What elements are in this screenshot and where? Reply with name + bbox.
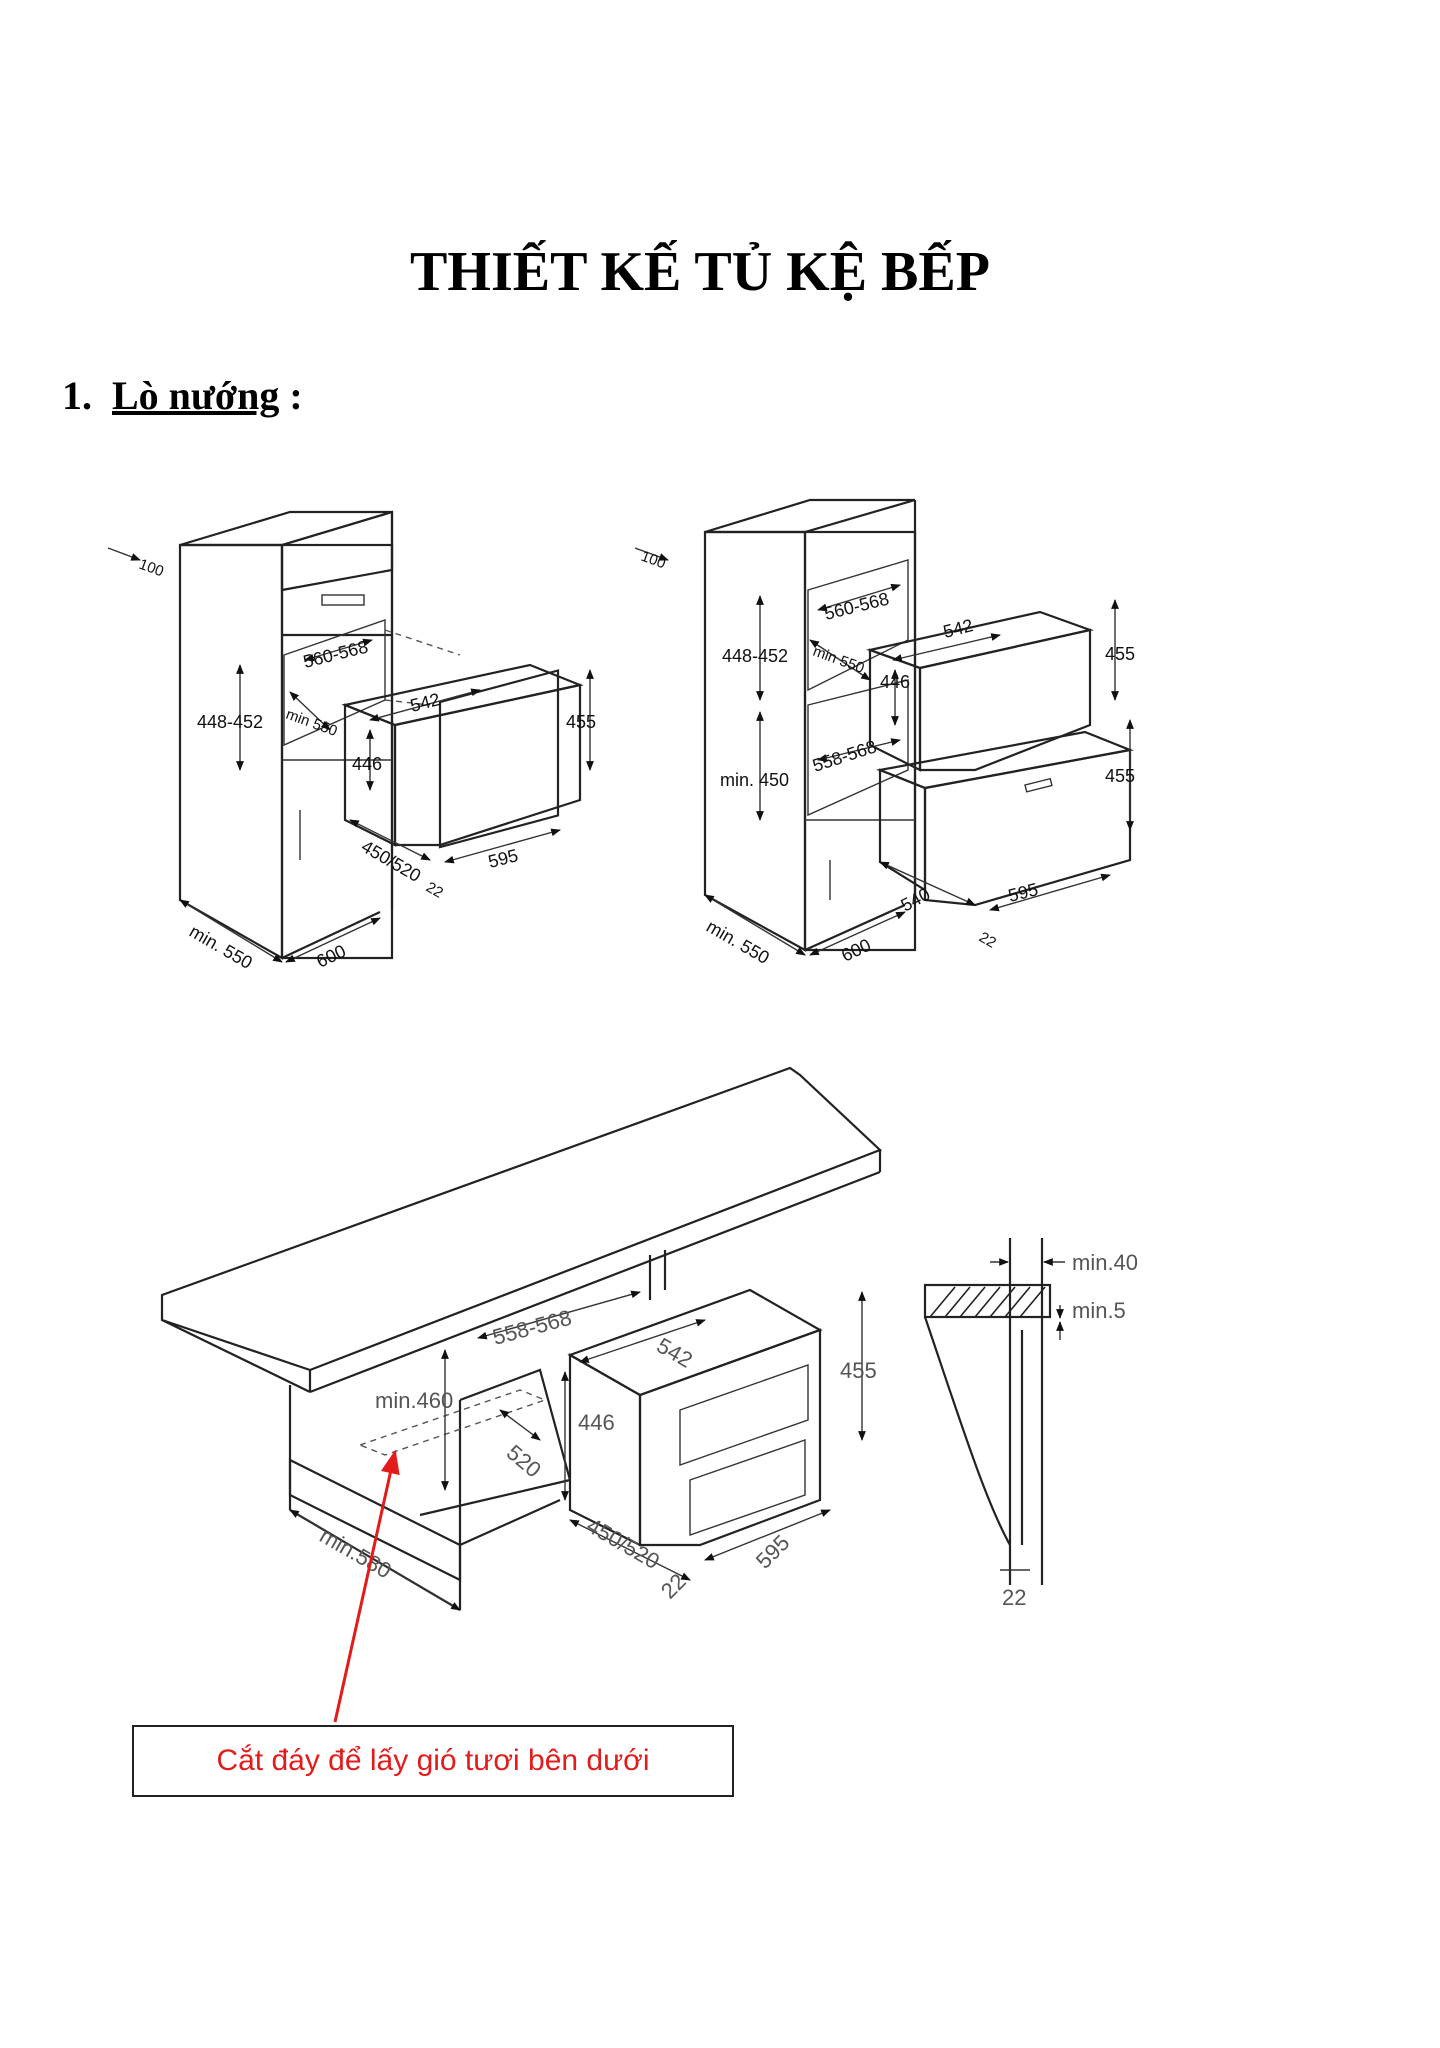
dim-right-depth-top: 100 [639,548,668,573]
dim-bottom-min-height: min.460 [375,1388,453,1413]
dim-right-oven-body-height: 446 [880,672,910,692]
dim-right-oven-width: 595 [1006,879,1040,906]
dim-bottom-oven-height: 455 [840,1358,877,1383]
diagram-bottom-under-counter: 558-568 542 455 min.460 520 446 450/520 … [160,1066,883,1611]
dim-right-lower-width: 558-568 [810,736,879,775]
dim-right-upper-height: 448-452 [722,646,788,666]
dim-bottom-oven-depth: 542 [653,1333,697,1373]
diagram-left-built-in-oven: 100 560-568 448-452 min 550 542 446 455 … [107,510,596,973]
dim-left-cabinet-width: 600 [313,941,349,972]
dim-right-oven-depth: 542 [941,615,975,642]
dim-right-bottom-oven-depth: 540 [897,884,933,916]
section-number: 1. [62,373,92,418]
dim-left-front-gap: 22 [423,879,446,902]
dim-side-min-top: min.40 [1072,1250,1138,1275]
dim-side-front-gap: 22 [1002,1585,1026,1610]
dim-right-upper-depth: min 550 [811,643,867,677]
dim-left-opening-height: 448-452 [197,712,263,732]
dim-bottom-cabinet-depth: min.580 [316,1523,396,1584]
dim-bottom-install-depth: 450/520 [583,1513,664,1574]
dim-right-lower-height: min. 450 [720,770,789,790]
dim-left-depth-top: 100 [137,556,166,581]
diagram-side-section: min.40 min.5 22 [923,1238,1138,1610]
dim-side-min-gap: min.5 [1072,1298,1126,1323]
dim-bottom-opening-width: 558-568 [490,1305,574,1350]
dim-bottom-oven-body-height: 446 [578,1410,615,1435]
dim-bottom-cut-depth: 520 [502,1440,546,1483]
section-colon: : [289,373,303,418]
dim-left-opening-width: 560-568 [301,636,370,671]
dim-left-cabinet-depth: min. 550 [186,921,256,973]
dim-bottom-front-gap: 22 [656,1569,691,1604]
dim-left-oven-height: 455 [566,712,596,732]
dim-right-bottom-oven-height: 455 [1105,766,1135,786]
page-title: THIẾT KẾ TỦ KỆ BẾP [410,241,990,303]
dim-bottom-oven-width: 595 [751,1530,795,1574]
dim-left-opening-depth: min 550 [284,706,340,740]
callout-arrow [333,1449,400,1723]
dim-right-cabinet-depth: min. 550 [703,916,773,968]
dim-left-oven-body-height: 446 [352,754,382,774]
dim-right-top-oven-height: 455 [1105,644,1135,664]
diagram-right-two-ovens: 100 560-568 448-452 min 550 558-568 min.… [634,498,1135,968]
dim-right-upper-width: 560-568 [822,588,891,623]
callout-text: Cắt đáy để lấy gió tươi bên dưới [216,1744,650,1777]
section-label: Lò nướng [112,373,280,418]
section-heading: 1. Lò nướng: [62,372,303,419]
dim-left-oven-depth: 542 [408,689,442,716]
dim-right-front-gap: 22 [976,929,999,952]
callout-box: Cắt đáy để lấy gió tươi bên dưới [132,1725,734,1797]
